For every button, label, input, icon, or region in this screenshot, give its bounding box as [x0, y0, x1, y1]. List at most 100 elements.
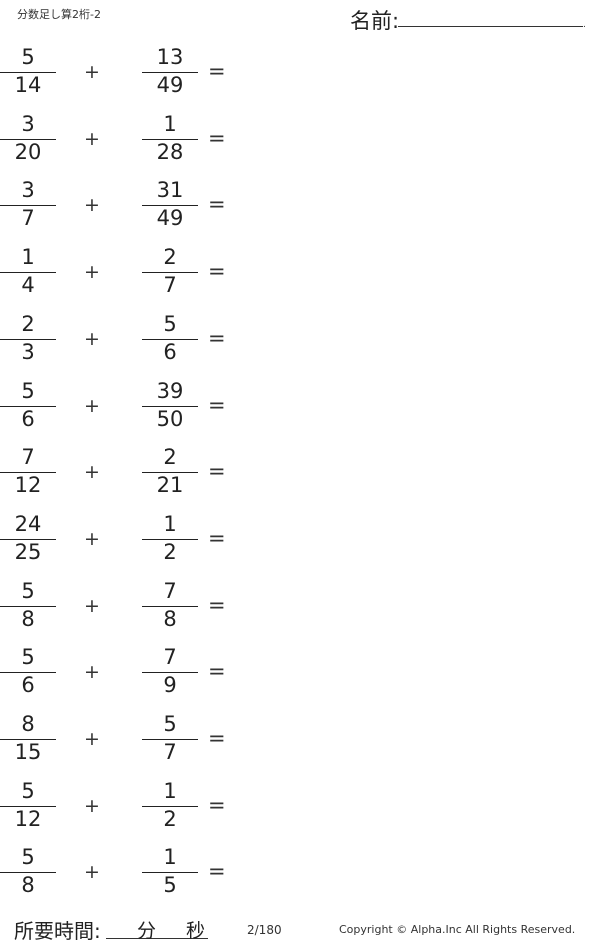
fraction-bar: [0, 338, 56, 340]
plus-sign: +: [84, 661, 100, 684]
denominator: 49: [156, 206, 184, 231]
numerator: 31: [156, 178, 184, 203]
numerator: 7: [163, 578, 177, 603]
plus-sign: +: [84, 861, 100, 884]
numerator: 5: [163, 311, 177, 336]
fraction-bar: [142, 472, 198, 474]
page-number: 2/180: [247, 923, 282, 937]
numerator: 13: [156, 45, 184, 69]
name-end-mark: .: [583, 20, 586, 30]
equals-sign: =: [208, 592, 226, 617]
denominator: 12: [14, 806, 42, 831]
plus-sign: +: [84, 127, 100, 150]
denominator: 12: [14, 473, 42, 498]
denominator: 8: [21, 873, 35, 898]
denominator: 49: [156, 73, 184, 97]
denominator: 3: [21, 339, 35, 364]
denominator: 5: [163, 873, 177, 898]
equals-sign: =: [208, 125, 226, 150]
fraction-bar: [142, 272, 198, 274]
numerator: 5: [21, 578, 35, 603]
fraction-bar: [142, 739, 198, 740]
equals-sign: =: [208, 459, 226, 484]
seconds-unit: 秒: [186, 920, 206, 942]
fraction-bar: [142, 672, 198, 674]
denominator: 8: [21, 606, 35, 631]
fraction-bar: [0, 672, 56, 674]
numerator: 5: [21, 845, 35, 870]
plus-sign: +: [84, 461, 100, 484]
denominator: 14: [14, 73, 42, 97]
fraction-bar: [0, 72, 56, 73]
fraction-bar: [142, 872, 198, 874]
plus-sign: +: [84, 261, 100, 284]
denominator: 15: [14, 740, 42, 764]
denominator: 6: [21, 673, 35, 698]
plus-sign: +: [84, 327, 100, 350]
name-label: 名前:: [350, 9, 400, 33]
fraction-bar: [0, 272, 56, 274]
numerator: 5: [21, 778, 35, 803]
equals-sign: =: [208, 726, 226, 750]
equals-sign: =: [208, 525, 226, 550]
numerator: 2: [163, 245, 177, 270]
plus-sign: +: [84, 527, 100, 550]
denominator: 2: [163, 806, 177, 831]
denominator: 25: [14, 539, 42, 564]
denominator: 6: [21, 406, 35, 431]
fraction-bar: [142, 405, 198, 407]
time-field-line[interactable]: [106, 938, 208, 939]
denominator: 20: [14, 139, 42, 164]
plus-sign: +: [84, 194, 100, 217]
fraction-bar: [142, 605, 198, 607]
denominator: 8: [163, 606, 177, 631]
denominator: 21: [156, 473, 184, 498]
numerator: 5: [21, 45, 35, 69]
denominator: 50: [156, 406, 184, 431]
fraction-bar: [142, 338, 198, 340]
denominator: 7: [163, 740, 177, 764]
plus-sign: +: [84, 594, 100, 617]
time-label: 所要時間:: [14, 919, 101, 943]
numerator: 39: [156, 378, 184, 403]
equals-sign: =: [208, 325, 226, 350]
name-field-line[interactable]: [398, 26, 583, 27]
numerator: 2: [21, 311, 35, 336]
numerator: 5: [163, 712, 177, 736]
numerator: 1: [21, 245, 35, 270]
numerator: 1: [163, 845, 177, 870]
numerator: 8: [21, 712, 35, 736]
worksheet-title: 分数足し算2桁-2: [17, 8, 101, 21]
fraction-bar: [0, 538, 56, 540]
fraction-bar: [0, 205, 56, 207]
numerator: 1: [163, 111, 177, 136]
